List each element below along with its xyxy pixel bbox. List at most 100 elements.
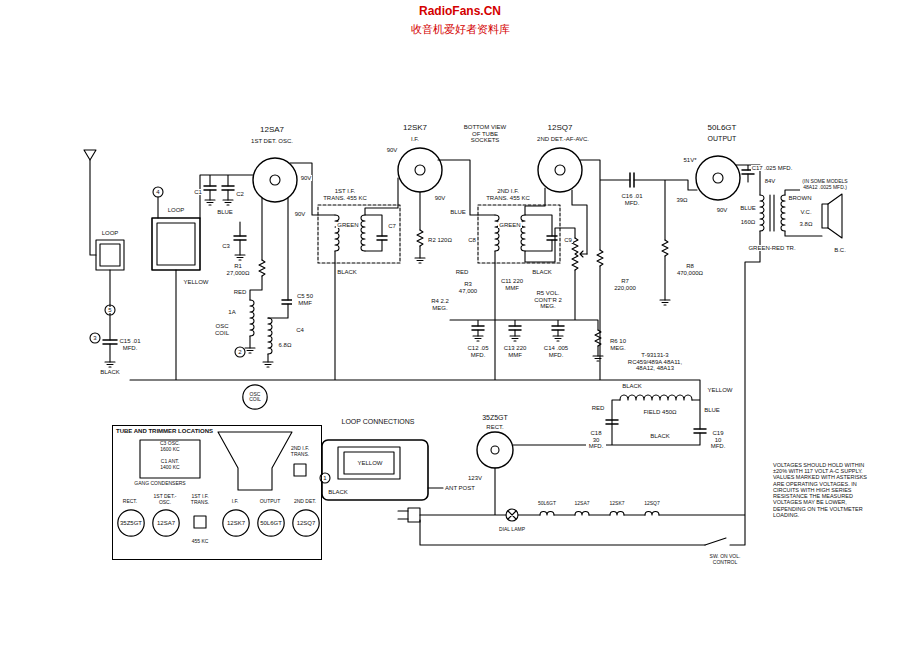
tube-key: [491, 446, 499, 454]
schematic-label: C1 ANT. 1400 KC: [156, 459, 184, 471]
callout-circle: [235, 347, 245, 357]
schematic-label: GREEN-RED TR.: [747, 245, 796, 252]
capacitor-symbol: [103, 170, 754, 433]
schematic-label: YELLOW: [182, 279, 209, 286]
loop-antenna: [152, 218, 200, 270]
schematic-label: 2ND DET.-AF-AVC.: [536, 136, 590, 143]
schematic-label: C8: [467, 237, 477, 244]
schematic-label: BLUE: [449, 209, 467, 216]
ground-symbol: [105, 200, 670, 367]
schematic-label: 2ND DET.: [293, 499, 317, 505]
schematic-label: (IN SOME MODELS 48A12 .0025 MFD.): [800, 179, 850, 191]
callout-number: 3: [92, 335, 97, 342]
schematic-label: R8 470,000Ω: [674, 263, 706, 277]
schematic-label: 50L6GT: [707, 123, 738, 132]
if-can-location: [194, 516, 206, 528]
schematic-label: C3: [221, 243, 231, 250]
schematic-label: RED: [233, 289, 248, 296]
dial-lamp: [506, 509, 518, 521]
circle-outline: [243, 385, 267, 409]
tube-socket: [253, 158, 297, 202]
schematic-label: 2ND I.F. TRANS.: [287, 446, 313, 458]
schematic-label: C13 220 MMF: [502, 345, 528, 359]
schematic-label: 1A: [227, 309, 236, 316]
schematic-label: GANG CONDENSERS: [133, 481, 186, 487]
schematic-label: C15 .01 MFD.: [118, 338, 142, 352]
schematic-label: 12SQ7: [643, 501, 661, 507]
circle-outline: [118, 510, 144, 536]
schematic-label: 1ST DET. OSC.: [250, 138, 294, 145]
schematic-label: 35Z5GT: [481, 414, 509, 422]
if-can-location: [294, 464, 306, 476]
callout-circle: [105, 305, 115, 315]
speaker-symbol: [822, 204, 828, 228]
tube-type: 12SK7: [227, 520, 245, 527]
schematic-label: BLUE: [703, 407, 721, 414]
tube-socket: [696, 156, 740, 200]
if-transformer-can: [478, 205, 560, 263]
schematic-label: 50L6GT: [537, 501, 557, 507]
callout-number: 4: [155, 189, 160, 196]
tube-type: 35Z5GT: [120, 520, 142, 527]
loop-antenna: [157, 223, 195, 265]
schematic-label: ANT POST: [444, 485, 476, 492]
schematic-label: C1: [193, 189, 203, 196]
schematic-label: 3.8Ω: [799, 221, 814, 228]
wire: [90, 160, 822, 545]
switch-lever: [705, 538, 726, 545]
antenna-symbol: [84, 150, 96, 160]
schematic-label: 1ST I.F. TRANS. 455 KC: [322, 188, 368, 202]
schematic-label: C2: [235, 191, 245, 198]
schematic-label: GREEN: [336, 222, 359, 229]
callout-circle: [90, 333, 100, 343]
schematic-label: BLACK: [327, 489, 349, 496]
tube-socket: [477, 432, 513, 468]
schematic-label: 90V: [300, 175, 313, 182]
circle-outline: [258, 510, 284, 536]
schematic-label: C4: [295, 327, 305, 334]
schematic-label: VOLTAGES SHOULD HOLD WITHIN ±20% WITH 11…: [772, 462, 874, 519]
schematic-label: 2ND I.F. TRANS. 455 KC: [485, 188, 531, 202]
schematic-label: RECT.: [485, 424, 504, 431]
dial-lamp: [508, 511, 516, 519]
schematic-label: 收音机爱好者资料库: [410, 23, 511, 36]
loop-connection-frame: [338, 447, 400, 479]
schematic-label: DIAL LAMP: [498, 527, 526, 533]
speaker-symbol: [828, 194, 842, 238]
schematic-label: C11 220 MMF: [498, 278, 526, 292]
schematic-label: C9: [563, 237, 573, 244]
schematic-label: B.C.: [833, 247, 847, 254]
schematic-label: 12SK7: [402, 123, 428, 132]
schematic-label: R6 10 MEG.: [606, 338, 630, 352]
schematic-label: R5 VOL. CONT'R 2 MEG.: [529, 290, 567, 311]
schematic-label: LOOP: [167, 207, 186, 214]
loop-antenna: [100, 244, 120, 266]
schematic-label: 51V*: [682, 157, 697, 164]
if-transformer-can: [318, 205, 400, 263]
loop-connection-frame: [344, 452, 394, 474]
schematic-label: 84V: [764, 178, 777, 185]
circle-outline: [153, 510, 179, 536]
callout-number: 1: [322, 475, 327, 482]
schematic-label: RECT.: [122, 499, 138, 505]
schematic-label: 123V: [467, 475, 483, 482]
power-plug: [398, 511, 408, 519]
transformer-core: [770, 195, 774, 231]
schematic-label: BLUE: [216, 209, 234, 216]
schematic-label: R4 2.2 MEG.: [427, 298, 453, 312]
tube-type: 12SQ7: [297, 520, 316, 527]
tube-type: OSC COIL: [245, 392, 265, 403]
schematic-label: C14 .005 MFD.: [542, 345, 570, 359]
schematic-label: BLACK: [621, 383, 643, 390]
schematic-label: BLUE: [739, 205, 757, 212]
tube-key: [415, 165, 425, 175]
callout-number: 5: [107, 307, 112, 314]
schematic-label: 90V: [716, 207, 729, 214]
schematic-label: C3 OSC. 1600 KC: [156, 441, 184, 453]
schematic-label: OUTPUT: [707, 135, 738, 143]
tube-type: 12SA7: [157, 520, 175, 527]
schematic-label: 12SQ7: [547, 123, 574, 132]
